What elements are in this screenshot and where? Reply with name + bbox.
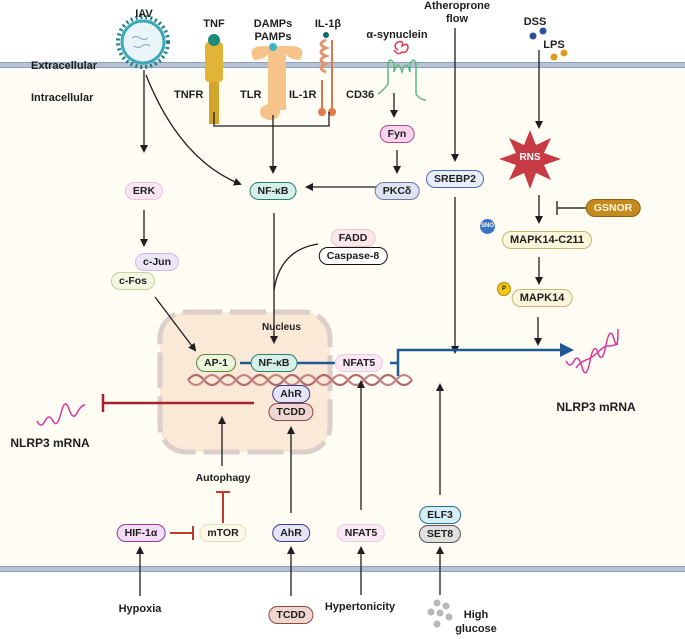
node-srebp2[interactable]: SREBP2 (425, 170, 485, 188)
node-elf3[interactable]: ELF3 (419, 506, 461, 524)
nucleus-envelope (157, 309, 333, 455)
dss-label: DSS (523, 16, 547, 28)
il1r-label: IL-1R (289, 89, 317, 101)
il1r-receptor-icon (318, 32, 336, 116)
node-nf-kb-nucleus[interactable]: NF-κB (250, 354, 298, 372)
node-tcdd[interactable]: TCDD (268, 606, 314, 624)
phosphorylation-badge: P (497, 282, 511, 296)
node-pkc-delta[interactable]: PKCδ (374, 182, 420, 200)
node-erk[interactable]: ERK (124, 182, 164, 200)
node-ap-1[interactable]: AP-1 (196, 354, 236, 372)
intracellular-label: Intracellular (31, 92, 94, 104)
plasma-membrane-bottom (0, 566, 685, 572)
nlrp3-mrna-right-label: NLRP3 mRNA (556, 400, 636, 414)
sno-modification-badge: SNO (480, 219, 495, 234)
tlr-label: TLR (240, 89, 262, 101)
cd36-label: CD36 (346, 89, 375, 101)
atheroprone-label: Atheroprone (424, 0, 490, 12)
hypertonicity-label: Hypertonicity (324, 601, 396, 613)
damps-label: DAMPs (253, 18, 293, 30)
node-hif-1a[interactable]: HIF-1α (116, 524, 166, 542)
alpha-synuclein-label: α-synuclein (366, 29, 428, 41)
lps-label: LPS (543, 39, 565, 51)
plasma-membrane-top (0, 62, 685, 68)
tnfr-receptor-icon (205, 34, 223, 124)
node-ahr-nucleus[interactable]: AhR (272, 385, 310, 403)
node-mapk14[interactable]: MAPK14 (511, 289, 573, 307)
pamps-label: PAMPs (254, 31, 292, 43)
extracellular-label: Extracellular (31, 60, 98, 72)
dss-lps-particles (529, 27, 568, 61)
cd36-receptor-icon (377, 40, 427, 101)
high-glucose-label-line2: glucose (455, 623, 497, 635)
autophagy-label: Autophagy (195, 472, 251, 484)
tnfr-label: TNFR (174, 89, 204, 101)
inhibition-lines (101, 201, 586, 540)
node-ahr[interactable]: AhR (272, 524, 310, 542)
nlrp3-mrna-left-label: NLRP3 mRNA (10, 436, 90, 450)
node-mapk14-c211[interactable]: MAPK14-C211 (502, 231, 592, 249)
glucose-particles (427, 599, 453, 628)
rns-burst-icon (499, 130, 561, 189)
node-mtor[interactable]: mTOR (199, 524, 247, 542)
nlrp3-mrna-right-icon (565, 328, 619, 374)
iav-label: IAV (135, 8, 153, 20)
high-glucose-label-line1: High (463, 609, 489, 621)
node-nf-kb-cytoplasm[interactable]: NF-κB (249, 182, 297, 200)
node-set8[interactable]: SET8 (418, 525, 462, 543)
node-fyn[interactable]: Fyn (379, 125, 415, 143)
nlrp3-mrna-left-icon (36, 403, 86, 426)
node-c-jun[interactable]: c-Jun (134, 253, 180, 271)
node-tcdd-nucleus[interactable]: TCDD (268, 403, 314, 421)
dna-helix (187, 373, 413, 387)
il1b-label: IL-1β (314, 18, 342, 30)
tlr-receptor-icon (251, 43, 303, 120)
node-c-fos[interactable]: c-Fos (110, 272, 156, 290)
tnf-label: TNF (203, 18, 225, 30)
nucleus-label: Nucleus (262, 322, 301, 333)
node-fadd[interactable]: FADD (330, 229, 376, 247)
cytoplasm-region (0, 72, 685, 571)
rns-label: RNS (519, 152, 541, 163)
flow-label: flow (446, 13, 468, 25)
iav-virus-icon (116, 15, 170, 69)
node-nfat5[interactable]: NFAT5 (336, 524, 386, 542)
activation-arrows (136, 28, 543, 596)
hypoxia-label: Hypoxia (118, 603, 162, 615)
node-caspase-8[interactable]: Caspase-8 (318, 247, 388, 265)
node-nfat5-nucleus[interactable]: NFAT5 (334, 354, 384, 372)
node-gsnor[interactable]: GSNOR (585, 199, 641, 217)
